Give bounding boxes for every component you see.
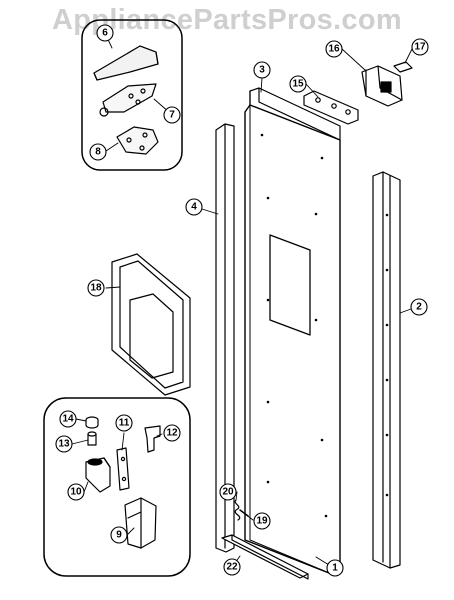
callout-15: 15 <box>289 75 307 93</box>
upper-hinge-part <box>99 83 157 117</box>
svg-text:22: 22 <box>226 562 238 573</box>
angle-bracket-part <box>144 425 161 453</box>
callout-19: 19 <box>253 512 271 530</box>
svg-text:4: 4 <box>191 202 197 213</box>
connector-part <box>393 61 413 73</box>
svg-text:3: 3 <box>259 65 265 76</box>
bracket-part <box>303 90 359 125</box>
left-trim-part <box>215 123 235 553</box>
spring-part <box>234 499 241 521</box>
callout-2: 2 <box>410 298 428 316</box>
svg-text:1: 1 <box>332 563 338 574</box>
bracket-inset-box <box>43 397 191 577</box>
hinge-cap-part <box>124 497 157 549</box>
svg-text:20: 20 <box>222 487 234 498</box>
callout-16: 16 <box>325 40 343 58</box>
dispenser-panel-part <box>111 253 191 396</box>
svg-text:10: 10 <box>70 487 82 498</box>
callout-13: 13 <box>55 435 73 453</box>
callout-3: 3 <box>253 61 271 79</box>
svg-text:2: 2 <box>416 302 422 313</box>
callout-22: 22 <box>223 558 241 576</box>
shim-plate-part <box>116 447 130 491</box>
svg-text:9: 9 <box>116 530 122 541</box>
svg-text:7: 7 <box>169 110 175 121</box>
dispenser-opening <box>269 234 311 336</box>
callout-11: 11 <box>115 414 133 432</box>
right-channel-part <box>372 171 401 569</box>
svg-text:14: 14 <box>62 414 74 425</box>
callout-18: 18 <box>87 279 105 297</box>
callout-10: 10 <box>67 483 85 501</box>
hinge-inset-box <box>81 19 183 171</box>
svg-text:11: 11 <box>119 418 130 429</box>
bottom-trim-part <box>221 534 309 580</box>
hinge-plate-part <box>116 126 159 155</box>
door-panel-part <box>244 104 341 576</box>
svg-text:6: 6 <box>102 28 108 39</box>
callout-14: 14 <box>59 410 77 428</box>
svg-text:15: 15 <box>292 79 304 90</box>
bushing-part <box>85 416 99 429</box>
svg-text:12: 12 <box>166 428 178 439</box>
switch-part <box>361 65 403 107</box>
svg-text:18: 18 <box>90 283 102 294</box>
callout-12: 12 <box>163 424 181 442</box>
svg-text:13: 13 <box>58 439 70 450</box>
svg-text:8: 8 <box>95 147 101 158</box>
svg-text:17: 17 <box>414 42 426 53</box>
callout-1: 1 <box>326 559 344 577</box>
callout-8: 8 <box>89 143 107 161</box>
svg-text:16: 16 <box>328 44 340 55</box>
callout-4: 4 <box>185 198 203 216</box>
callout-7: 7 <box>163 106 181 124</box>
hinge-cover-part <box>93 45 159 81</box>
callout-17: 17 <box>411 38 429 56</box>
callout-9: 9 <box>110 526 128 544</box>
svg-text:19: 19 <box>256 516 268 527</box>
pin-part <box>87 431 97 446</box>
hinge-bracket-part <box>85 457 111 493</box>
callout-20: 20 <box>219 483 237 501</box>
callout-6: 6 <box>96 24 114 42</box>
